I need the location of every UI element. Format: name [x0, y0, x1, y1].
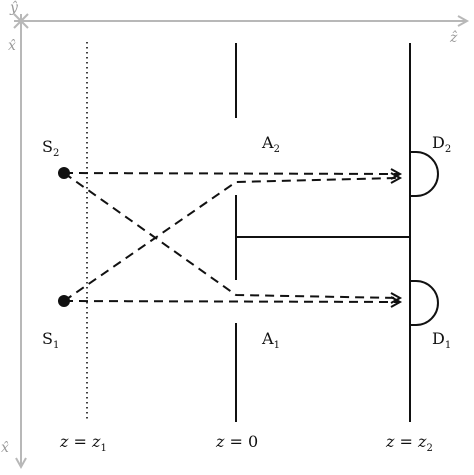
path-arrowheads [390, 168, 403, 308]
arrowhead-upper-1 [390, 168, 403, 180]
z-axis-arrowhead [457, 15, 470, 27]
light-paths [63, 172, 399, 303]
detector-d2 [410, 151, 439, 197]
detector-d1-label: D1 [432, 329, 451, 351]
path-s2-cross [63, 172, 399, 299]
source-s2-dot [58, 167, 70, 179]
path-s1-straight [63, 300, 399, 303]
detector-d1 [410, 280, 439, 326]
x-axis-label-bottom: x̂ [1, 440, 9, 456]
coordinate-axes [14, 14, 470, 470]
y-axis-label: ŷ [9, 0, 19, 16]
arrowhead-lower-1 [390, 292, 403, 304]
z-axis-label: ẑ [449, 29, 458, 46]
x-axis-arrowhead [15, 457, 27, 470]
arrowhead-upper-2 [390, 172, 403, 184]
plane-z2-label: z = z2 [385, 432, 433, 454]
plane-z0-label: z = 0 [215, 432, 258, 451]
aperture-a2-label: A2 [261, 133, 280, 155]
plane-z1-label: z = z1 [59, 432, 107, 454]
y-axis-marker [13, 13, 29, 29]
detector-d2-label: D2 [432, 133, 451, 155]
path-s1-cross [63, 177, 399, 302]
source-s1-dot [58, 295, 70, 307]
aperture-a1-label: A1 [261, 329, 280, 351]
source-s2-label: S2 [42, 137, 59, 159]
arrowhead-lower-2 [390, 296, 403, 308]
x-axis-label: x̂ [8, 38, 16, 54]
source-s1-label: S1 [42, 329, 59, 351]
path-s2-straight [63, 172, 399, 175]
